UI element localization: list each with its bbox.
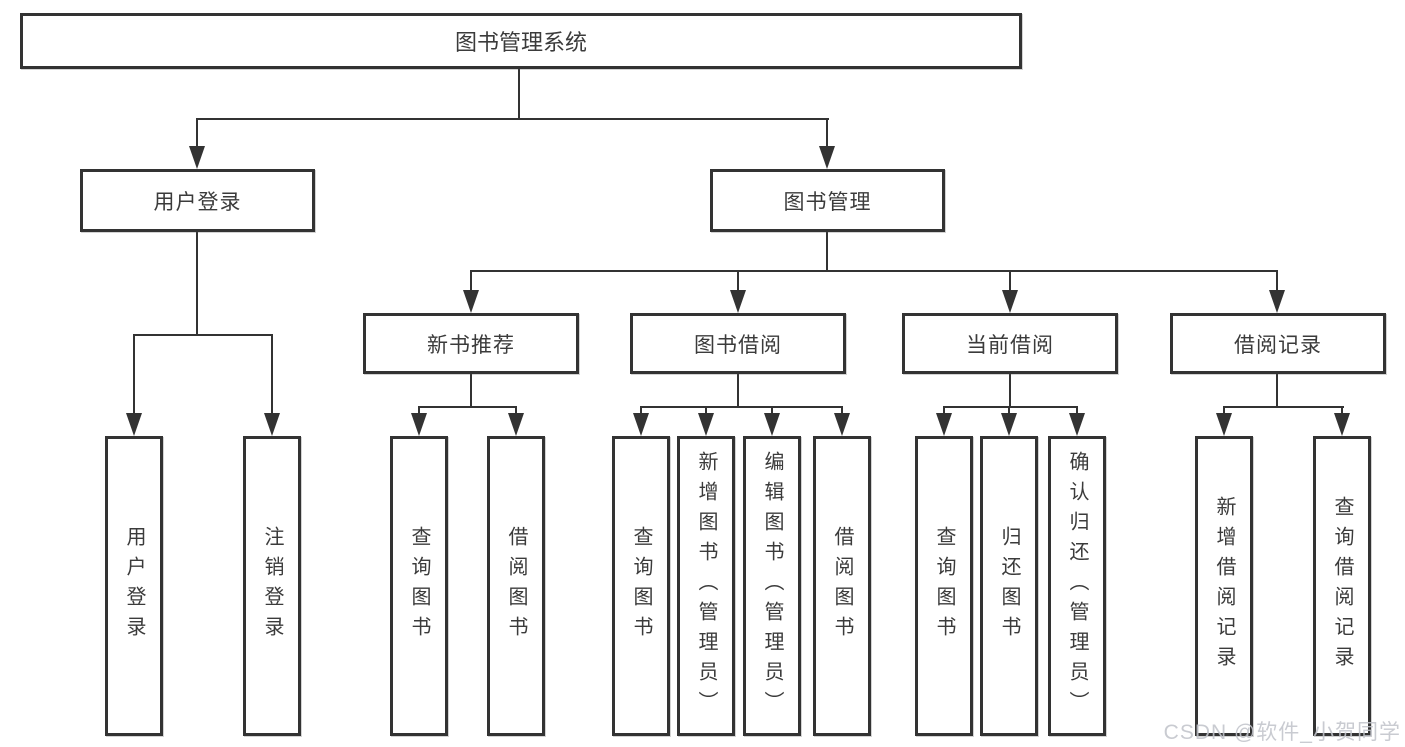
edge-line [1276,270,1278,292]
node-book-management: 图书管理 [710,169,945,232]
leaf-label: 查询图书 [630,526,652,646]
node-user-login: 用户登录 [80,169,315,232]
arrowhead-icon [1269,290,1285,313]
arrowhead-icon [411,413,427,436]
edge-line [737,270,739,292]
arrowhead-icon [1216,413,1232,436]
edge-line [1223,406,1225,416]
arrowhead-icon [819,146,835,169]
node-label: 借阅记录 [1234,333,1322,357]
arrowhead-icon [730,290,746,313]
leaf-edit-books-admin: 编辑图书（管理员） [743,436,801,736]
arrowhead-icon [126,413,142,436]
leaf-label: 借阅图书 [505,526,527,646]
edge-line [133,334,273,336]
leaf-user-login: 用户登录 [105,436,163,736]
edge-line [705,406,707,416]
leaf-query-books-current: 查询图书 [915,436,973,736]
leaf-add-books-admin: 新增图书（管理员） [677,436,735,736]
edge-line [133,334,135,414]
node-label: 图书管理 [783,190,872,214]
edge-line [518,69,520,119]
leaf-label: 用户登录 [123,526,145,646]
edge-line [470,270,472,292]
arrowhead-icon [936,413,952,436]
edge-line [1223,406,1344,408]
node-book-management-system: 图书管理系统 [20,13,1022,69]
leaf-query-books-recommend: 查询图书 [390,436,448,736]
arrowhead-icon [463,290,479,313]
edge-line [640,406,642,416]
node-current-borrowing: 当前借阅 [902,313,1118,374]
leaf-query-books-borrowing: 查询图书 [612,436,670,736]
leaf-borrow-books-recommend: 借阅图书 [487,436,545,736]
edge-line [943,406,1078,408]
edge-line [771,406,773,416]
edge-line [418,406,420,416]
leaf-logout-login: 注销登录 [243,436,301,736]
arrowhead-icon [698,413,714,436]
leaf-label: 编辑图书（管理员） [761,451,783,721]
edge-line [1009,270,1011,292]
arrowhead-icon [264,413,280,436]
node-label: 用户登录 [153,190,242,214]
arrowhead-icon [764,413,780,436]
leaf-borrow-books-borrowing: 借阅图书 [813,436,871,736]
edge-line [1009,374,1011,408]
leaf-label: 注销登录 [261,526,283,646]
edge-line [640,406,843,408]
edge-line [826,232,828,272]
edge-line [470,374,472,408]
edge-line [826,118,828,148]
leaf-label: 归还图书 [998,526,1020,646]
edge-line [196,232,198,335]
leaf-return-books: 归还图书 [980,436,1038,736]
arrowhead-icon [633,413,649,436]
edge-line [470,270,1278,272]
leaf-label: 新增图书（管理员） [695,451,717,721]
leaf-label: 新增借阅记录 [1213,496,1235,676]
leaf-label: 查询图书 [408,526,430,646]
arrowhead-icon [834,413,850,436]
node-label: 当前借阅 [966,333,1054,357]
edge-line [271,334,273,414]
edge-line [943,406,945,416]
arrowhead-icon [1002,290,1018,313]
node-new-book-recommend: 新书推荐 [363,313,579,374]
node-label: 图书管理系统 [454,30,587,55]
arrowhead-icon [189,146,205,169]
node-label: 图书借阅 [694,333,782,357]
watermark: CSDN @软件_小贺同学 [1163,721,1401,744]
edge-line [418,406,517,408]
edge-line [737,374,739,408]
edge-line [841,406,843,416]
node-borrowing-records: 借阅记录 [1170,313,1386,374]
edge-line [1076,406,1078,416]
leaf-label: 借阅图书 [831,526,853,646]
node-book-borrowing: 图书借阅 [630,313,846,374]
leaf-label: 确认归还（管理员） [1066,451,1088,721]
edge-line [515,406,517,416]
leaf-label: 查询借阅记录 [1331,496,1353,676]
arrowhead-icon [1334,413,1350,436]
arrowhead-icon [1001,413,1017,436]
leaf-query-borrow-record: 查询借阅记录 [1313,436,1371,736]
leaf-label: 查询图书 [933,526,955,646]
leaf-add-borrow-record: 新增借阅记录 [1195,436,1253,736]
edge-line [196,118,198,148]
edge-line [196,118,829,120]
edge-line [1008,406,1010,416]
arrowhead-icon [1069,413,1085,436]
leaf-confirm-return-admin: 确认归还（管理员） [1048,436,1106,736]
edge-line [1276,374,1278,408]
arrowhead-icon [508,413,524,436]
node-label: 新书推荐 [427,333,515,357]
edge-line [1341,406,1343,416]
